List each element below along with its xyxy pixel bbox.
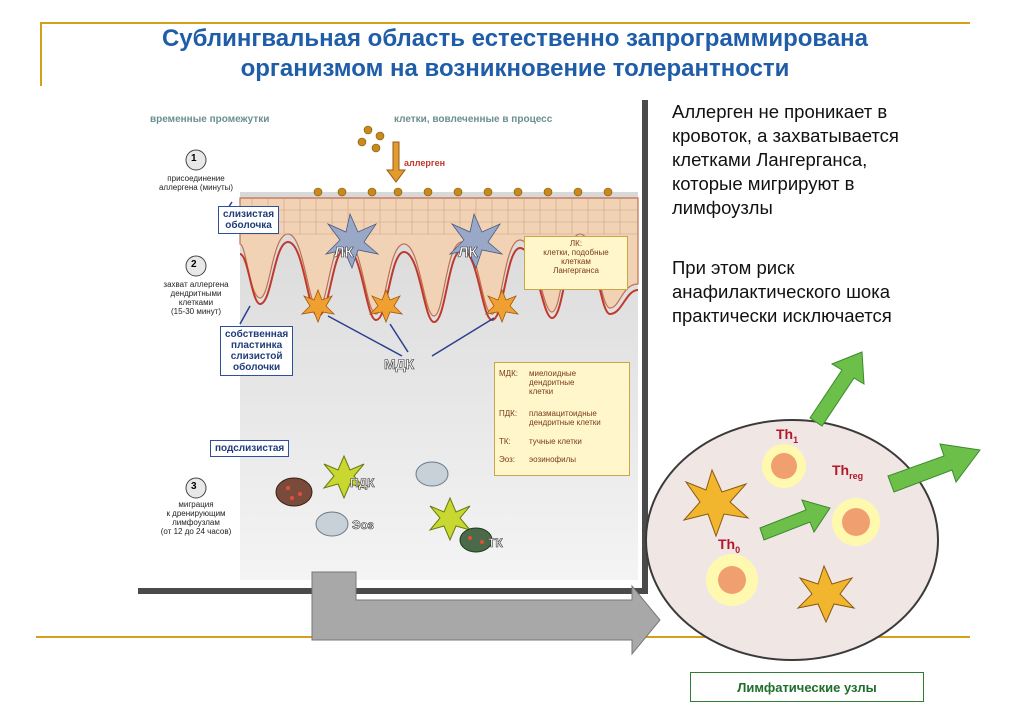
lk-def-line-4: Лангерганса [553, 266, 599, 275]
step-1-line-2: аллергена (минуты) [158, 183, 234, 192]
legend-text: клетки [529, 387, 554, 396]
top-rule [40, 22, 970, 24]
legend-text: плазмацитоидные [529, 409, 597, 418]
legend-text: тучные клетки [529, 437, 582, 446]
desc1-line: лимфоузлы [672, 197, 773, 218]
legend-text: эозинофилы [529, 455, 577, 464]
desc2-line: практически исключается [672, 305, 892, 326]
step-1-number: 1 [191, 153, 197, 164]
threg-text: Th [832, 462, 850, 478]
step-2-text: захват аллергена дендритными клетками (1… [146, 280, 246, 316]
legend-text: дендритные клетки [529, 418, 601, 427]
th0-text: Th [718, 536, 736, 552]
title-line-1: Сублингвальная область естественно запро… [161, 25, 869, 52]
submucosa-label: подслизистая [210, 440, 290, 457]
desc1-line: кровоток, а захватывается [672, 125, 899, 146]
legend-key: МДК: [499, 369, 518, 378]
legend-row-eos: Эоз: эозинофилы [499, 455, 627, 464]
lymph-nodes-label: Лимфатические узлы [690, 672, 924, 702]
step-2-line-4: (15-30 минут) [170, 307, 222, 316]
step-3-line-3: лимфоузлам [172, 518, 220, 527]
desc2-line: При этом риск [672, 257, 795, 278]
step-3-line-1: миграция [178, 500, 214, 509]
threg-label: Threg [832, 462, 863, 481]
legend-text: дендритные [529, 378, 575, 387]
mdk-label: МДК [384, 356, 415, 373]
title-line-2: организмом на возникновение толерантност… [240, 55, 790, 82]
header-involved-cells: клетки, вовлеченные в процесс [394, 114, 553, 125]
myeloid-dendritic-cells [300, 288, 520, 324]
mucosa-line-2: оболочка [225, 220, 272, 231]
lamina-line-4: оболочки [233, 362, 281, 373]
lymph-node [645, 419, 939, 661]
lk-def-line-1: ЛК: [569, 239, 583, 248]
mucosa-line-1: слизистая [223, 209, 275, 220]
desc1-line: клетками Лангерганса, [672, 149, 868, 170]
header-time-intervals: временные промежутки [150, 114, 270, 125]
tk-label: ТК [488, 536, 503, 551]
lk-def-line-3: клеткам [561, 257, 591, 266]
th1-text: Th [776, 426, 794, 442]
lamina-line-2: пластинка [231, 340, 283, 351]
allergen-arrow [386, 141, 406, 183]
step-1-text: присоединение аллергена (минуты) [150, 174, 242, 192]
green-arrows [759, 351, 981, 541]
lamina-line-3: слизистой [230, 351, 283, 362]
legend-key: ПДК: [499, 409, 518, 418]
lamina-line-1: собственная [225, 329, 289, 340]
lamina-propria-label: собственная пластинка слизистой оболочки [220, 326, 294, 376]
lk-label-left: ЛК [334, 244, 354, 262]
description-block-2: При этом риск анафилактического шока пра… [672, 256, 1012, 328]
mucosa-label: слизистая оболочка [218, 206, 280, 234]
desc1-line: Аллерген не проникает в [672, 101, 888, 122]
step-3-line-4: (от 12 до 24 часов) [160, 527, 232, 536]
legend-row-tk: ТК: тучные клетки [499, 437, 627, 446]
step-markers [185, 149, 207, 499]
step-3-number: 3 [191, 481, 197, 492]
desc2-line: анафилактического шока [672, 281, 890, 302]
pdk-label: ПДК [350, 476, 375, 491]
description-block-1: Аллерген не проникает в кровоток, а захв… [672, 100, 1012, 220]
th1-label: Th1 [776, 426, 798, 445]
diagram-panel: временные промежутки клетки, вовлеченные… [132, 94, 642, 588]
step-2-number: 2 [191, 259, 197, 270]
allergen-particles [313, 125, 613, 197]
langerhans-cells [324, 212, 504, 270]
allergen-label: аллерген [404, 158, 446, 168]
step-2-line-3: клетками [178, 298, 214, 307]
submucosa-cells [275, 454, 493, 553]
bottom-rule [36, 636, 970, 638]
legend-key: ТК: [499, 437, 511, 446]
lk-definition-box: ЛК: клетки, подобные клеткам Лангерганса [524, 236, 628, 290]
step-1-line-1: присоединение [167, 174, 225, 183]
slide-title: Сублингвальная область естественно запро… [60, 24, 970, 84]
left-rule [40, 22, 42, 86]
th0-label: Th0 [718, 536, 740, 555]
step-3-text: миграция к дренирующим лимфоузлам (от 12… [142, 500, 250, 536]
legend-key: Эоз: [499, 455, 515, 464]
threg-subscript: reg [849, 470, 864, 481]
desc1-line: которые мигрируют в [672, 173, 855, 194]
eos-label: Эоз [352, 518, 374, 533]
step-2-line-2: дендритными [170, 289, 222, 298]
legend-text: миелоидные [529, 369, 577, 378]
th1-subscript: 1 [793, 434, 799, 445]
th0-subscript: 0 [735, 544, 741, 555]
step-3-line-2: к дренирующим [166, 509, 226, 518]
step-2-line-1: захват аллергена [163, 280, 229, 289]
lk-def-line-2: клетки, подобные [543, 248, 609, 257]
lk-label-right: ЛК [458, 244, 478, 262]
